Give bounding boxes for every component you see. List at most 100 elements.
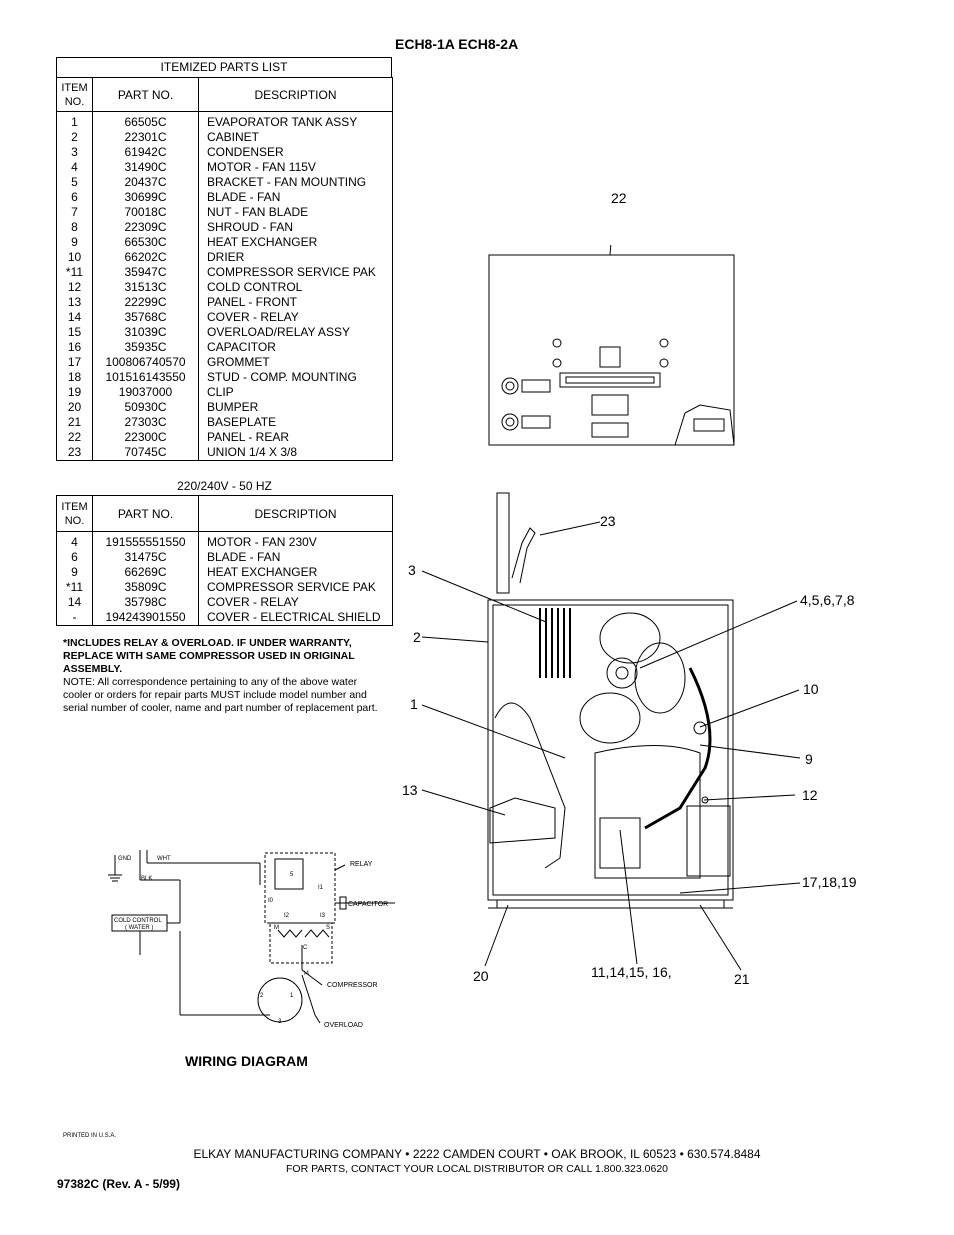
callout-10: 10 [803, 681, 819, 697]
table2-header-item: ITEM NO. [56, 495, 93, 532]
cell-item: 3 [56, 145, 93, 160]
wiring-terminal-14: I4 [304, 971, 310, 977]
callout-21: 21 [734, 971, 750, 987]
cell-desc: COVER - ELECTRICAL SHIELD [198, 610, 393, 626]
cell-item: 18 [56, 370, 93, 385]
callout-11-16: 11,14,15, 16, [591, 964, 672, 980]
wiring-node-2: 2 [260, 993, 264, 999]
callout-22: 22 [611, 190, 627, 206]
wiring-terminal-10: I0 [268, 898, 274, 904]
table2-caption: 220/240V - 50 HZ [177, 479, 272, 493]
table1-header-item: ITEM NO. [56, 77, 93, 112]
cell-item: 4 [56, 160, 93, 175]
cell-desc: BLADE - FAN [198, 190, 393, 205]
callout-1: 1 [410, 696, 418, 712]
wiring-label-capacitor: CAPACITOR [348, 901, 388, 908]
cell-desc: HEAT EXCHANGER [198, 235, 393, 250]
cell-part: 22309C [92, 220, 199, 235]
wiring-label-water: ( WATER ) [125, 925, 153, 931]
cell-desc: SHROUD - FAN [198, 220, 393, 235]
wiring-node-1: 1 [290, 993, 294, 999]
wiring-diagram-title: WIRING DIAGRAM [185, 1053, 308, 1069]
cell-item: 8 [56, 220, 93, 235]
parts-list-50hz: 220/240V - 50 HZ ITEM NO. PART NO. DESCR… [56, 479, 393, 626]
cell-part: 35809C [92, 580, 199, 595]
cell-item: 9 [56, 565, 93, 580]
cell-desc: COLD CONTROL [198, 280, 393, 295]
document-title: ECH8-1A ECH8-2A [395, 36, 519, 52]
wiring-node-5: 5 [290, 872, 294, 878]
printed-in: PRINTED IN U.S.A. [63, 1133, 117, 1139]
cell-item: 4 [56, 531, 93, 550]
cell-desc: BUMPER [198, 400, 393, 415]
cell-item: 23 [56, 445, 93, 461]
cell-item: 13 [56, 295, 93, 310]
cell-item: 2 [56, 130, 93, 145]
cell-item: 10 [56, 250, 93, 265]
callout-9: 9 [805, 751, 813, 767]
callout-4-8: 4,5,6,7,8 [800, 592, 855, 608]
callout-23: 23 [600, 513, 616, 529]
cell-part: 22300C [92, 430, 199, 445]
cell-item: - [56, 610, 93, 626]
cell-item: 6 [56, 550, 93, 565]
cell-desc: COMPRESSOR SERVICE PAK [198, 265, 393, 280]
wiring-terminal-11: I1 [318, 885, 324, 891]
cell-item: 9 [56, 235, 93, 250]
wiring-terminal-13: I3 [320, 913, 326, 919]
cell-part: 194243901550 [92, 610, 199, 626]
cell-desc: BRACKET - FAN MOUNTING [198, 175, 393, 190]
callout-13: 13 [402, 782, 418, 798]
table1-header-desc: DESCRIPTION [198, 77, 393, 112]
table2-header-part: PART NO. [92, 495, 199, 532]
wiring-label-gnd: GND [118, 856, 132, 862]
cell-part: 30699C [92, 190, 199, 205]
cell-item: *11 [56, 580, 93, 595]
cell-item: 7 [56, 205, 93, 220]
wiring-terminal-m: M [274, 925, 279, 931]
cell-part: 50930C [92, 400, 199, 415]
cell-item: 19 [56, 385, 93, 400]
callout-12: 12 [802, 787, 818, 803]
cell-part: 20437C [92, 175, 199, 190]
cell-part: 31039C [92, 325, 199, 340]
cell-part: 35947C [92, 265, 199, 280]
wiring-label-overload: OVERLOAD [324, 1022, 363, 1029]
cell-desc: COMPRESSOR SERVICE PAK [198, 580, 393, 595]
cell-desc: UNION 1/4 X 3/8 [198, 445, 393, 461]
cell-desc: CAPACITOR [198, 340, 393, 355]
cell-part: 35768C [92, 310, 199, 325]
wiring-label-compressor: COMPRESSOR [327, 982, 378, 989]
cell-item: 20 [56, 400, 93, 415]
wiring-label-wht: WHT [157, 856, 171, 862]
cell-part: 22301C [92, 130, 199, 145]
cell-item: 16 [56, 340, 93, 355]
cell-part: 66505C [92, 111, 199, 130]
rear-view-drawing [488, 245, 735, 446]
cell-part: 70745C [92, 445, 199, 461]
table1-caption: ITEMIZED PARTS LIST [56, 57, 392, 77]
cell-desc: MOTOR - FAN 115V [198, 160, 393, 175]
callout-20: 20 [473, 968, 489, 984]
cell-desc: COVER - RELAY [198, 310, 393, 325]
wiring-node-3: 3 [278, 1019, 282, 1025]
cell-desc: DRIER [198, 250, 393, 265]
document-number: 97382C (Rev. A - 5/99) [57, 1177, 180, 1191]
cell-item: 6 [56, 190, 93, 205]
